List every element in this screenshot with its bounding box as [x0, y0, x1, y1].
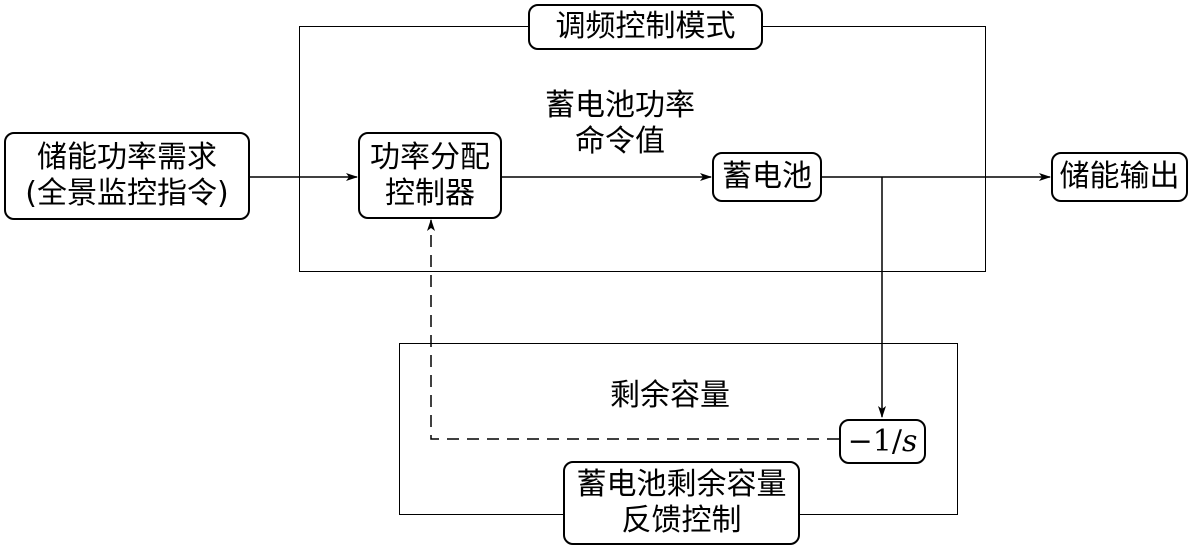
remaining-capacity-label: 剩余容量	[585, 378, 755, 414]
battery-node: 蓄电池	[712, 152, 822, 202]
dashed-feedback-path	[427, 219, 839, 440]
capacity-feedback-line2: 反馈控制	[621, 503, 742, 538]
power-allocation-line2: 控制器	[385, 175, 475, 211]
remaining-capacity-text: 剩余容量	[610, 378, 730, 413]
storage-output-label: 储能输出	[1059, 159, 1180, 194]
power-demand-node: 储能功率需求 (全景监控指令)	[4, 132, 250, 220]
frequency-control-mode-label: 调频控制模式	[555, 9, 736, 44]
integrator-minus-text: −1/	[847, 423, 902, 459]
integrator-variable: s	[901, 423, 918, 459]
power-allocation-line1: 功率分配	[370, 139, 490, 175]
storage-output-node: 储能输出	[1051, 152, 1188, 202]
integrator-node: −1/s	[839, 419, 926, 464]
capacity-feedback-line1: 蓄电池剩余容量	[576, 467, 787, 502]
power-allocation-controller-node: 功率分配 控制器	[358, 132, 502, 219]
battery-label: 蓄电池	[722, 159, 812, 194]
power-command-line2: 命令值	[575, 124, 665, 159]
power-demand-line2: (全景监控指令)	[25, 176, 229, 211]
power-command-label: 蓄电池功率 命令值	[520, 88, 720, 160]
power-command-line1: 蓄电池功率	[545, 88, 695, 123]
power-demand-line1: 储能功率需求	[37, 140, 217, 175]
frequency-control-mode-title: 调频控制模式	[528, 4, 763, 50]
capacity-feedback-control-node: 蓄电池剩余容量 反馈控制	[563, 461, 800, 545]
